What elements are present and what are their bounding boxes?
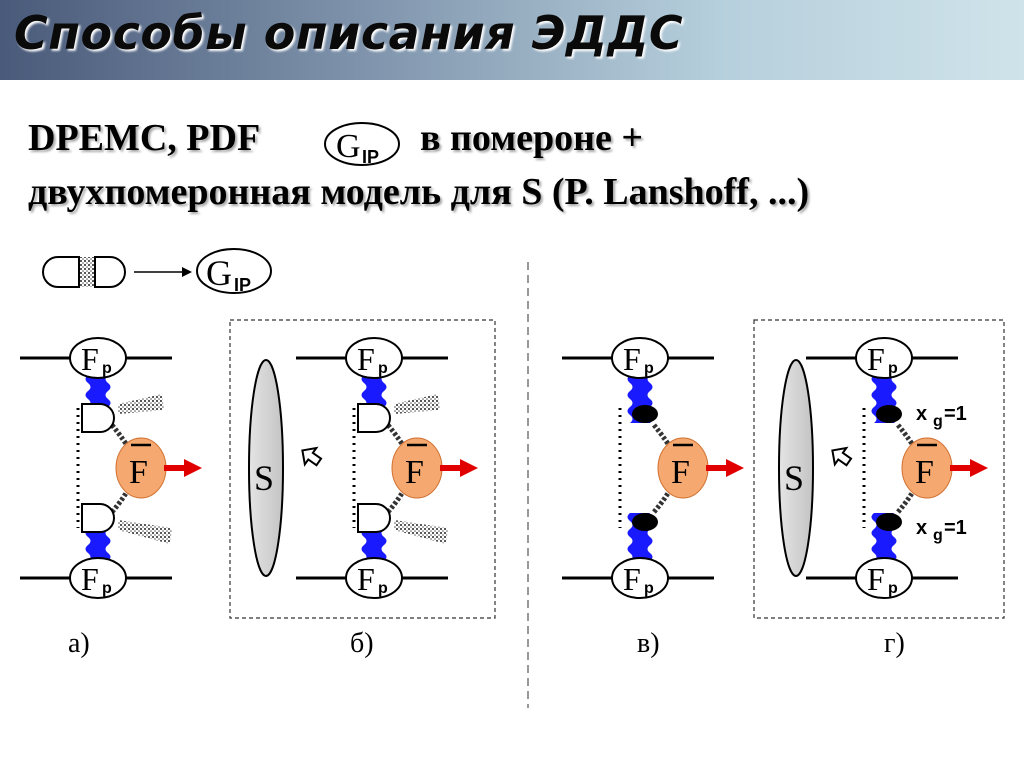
gluon-dot-bottom — [876, 513, 902, 531]
gluon-line-top — [110, 423, 133, 452]
heading-line1-left: DPEMC, PDF — [28, 117, 261, 159]
central-label: F — [671, 454, 690, 491]
xg-value: =1 — [944, 517, 967, 539]
panel-label-d: г) — [884, 628, 905, 659]
proton-node-top — [611, 337, 669, 379]
gip-heading-sub: IP — [362, 147, 379, 167]
emission-arrow-head — [184, 459, 202, 477]
central-label: F — [129, 454, 148, 491]
pomeron-capsule-top — [357, 403, 391, 433]
proton-node-letter: F — [623, 341, 641, 377]
s-ellipse — [248, 359, 284, 577]
gluon-dot-bottom — [632, 513, 658, 531]
legend-arrow — [134, 267, 192, 277]
proton-node-top — [69, 337, 127, 379]
title-bar: Способы описания ЭДДС — [0, 0, 1024, 80]
proton-node-letter: F — [357, 341, 375, 377]
gluon-line-bottom — [652, 484, 675, 514]
proton-node-top — [345, 337, 403, 379]
panel-label-b: б) — [350, 628, 374, 659]
proton-node-letter: F — [867, 561, 885, 597]
s-arrow-icon — [301, 446, 323, 467]
s-ellipse — [778, 359, 814, 577]
remnant-cone-bottom — [394, 520, 448, 544]
remnant-cone-bottom — [118, 520, 172, 544]
s-exchange: S — [248, 359, 323, 577]
emission-arrow-head — [460, 459, 478, 477]
emission-arrow-head — [726, 459, 744, 477]
gluon-line-top — [896, 423, 919, 452]
proton-node-bottom — [855, 557, 913, 599]
proton-node-letter: F — [357, 561, 375, 597]
pomeron-capsule-bottom — [357, 503, 391, 533]
remnant-cone-top — [118, 394, 164, 414]
proton-node-letter: F — [623, 561, 641, 597]
gip-legend-base: G — [206, 253, 232, 293]
emission-arrow-shaft — [950, 465, 972, 471]
slide-title: Способы описания ЭДДС — [14, 6, 684, 60]
proton-node-subscript: p — [102, 360, 112, 377]
gluon-line-top — [386, 423, 409, 452]
proton-node-subscript: p — [378, 360, 388, 377]
gluon-line-bottom — [110, 484, 133, 514]
proton-node-letter: F — [867, 341, 885, 377]
panel-b-frame — [229, 319, 496, 619]
proton-node-subscript: p — [102, 580, 112, 597]
proton-node-subscript: p — [378, 580, 388, 597]
gip-oval-heading: G IP — [324, 122, 400, 167]
s-arrow-icon — [831, 446, 853, 467]
proton-node-subscript: p — [888, 580, 898, 597]
panel-d-frame — [753, 319, 1005, 619]
gip-legend-sub: IP — [234, 275, 251, 295]
pomeron-capsule-bottom — [81, 503, 115, 533]
s-label: S — [254, 458, 274, 498]
proton-node-bottom — [345, 557, 403, 599]
s-label: S — [784, 458, 804, 498]
proton-node-subscript: p — [644, 360, 654, 377]
heading-line2: двухпомеронная модель для S (P. Lanshoff… — [28, 171, 810, 213]
central-label: F — [915, 454, 934, 491]
gluon-line-top — [652, 423, 675, 452]
panel-label-c: в) — [637, 628, 660, 659]
xg-x: x — [916, 517, 927, 539]
gluon-dot-top — [876, 405, 902, 423]
emission-arrow-shaft — [164, 465, 186, 471]
proton-node-subscript: p — [888, 360, 898, 377]
pomeron-capsule-top — [81, 403, 115, 433]
proton-node-top — [855, 337, 913, 379]
xg-sub: g — [933, 527, 943, 544]
gluon-line-bottom — [386, 484, 409, 514]
central-label: F — [405, 454, 424, 491]
proton-node-letter: F — [81, 341, 99, 377]
gip-heading-base: G — [336, 128, 361, 165]
s-exchange: S — [778, 359, 853, 577]
gluon-line-bottom — [896, 484, 919, 514]
proton-node-bottom — [611, 557, 669, 599]
xg-sub: g — [933, 413, 943, 430]
legend-capsule — [42, 256, 126, 288]
emission-arrow-shaft — [440, 465, 462, 471]
panel-label-a: а) — [68, 628, 90, 659]
emission-arrow-shaft — [706, 465, 728, 471]
heading-line1-right: в помероне + — [420, 117, 643, 159]
xg-value: =1 — [944, 403, 967, 425]
proton-node-subscript: p — [644, 580, 654, 597]
xg-x: x — [916, 403, 927, 425]
gip-oval-legend: G IP — [196, 248, 272, 295]
remnant-cone-top — [394, 394, 440, 414]
proton-node-bottom — [69, 557, 127, 599]
proton-node-letter: F — [81, 561, 99, 597]
gluon-dot-top — [632, 405, 658, 423]
emission-arrow-head — [970, 459, 988, 477]
